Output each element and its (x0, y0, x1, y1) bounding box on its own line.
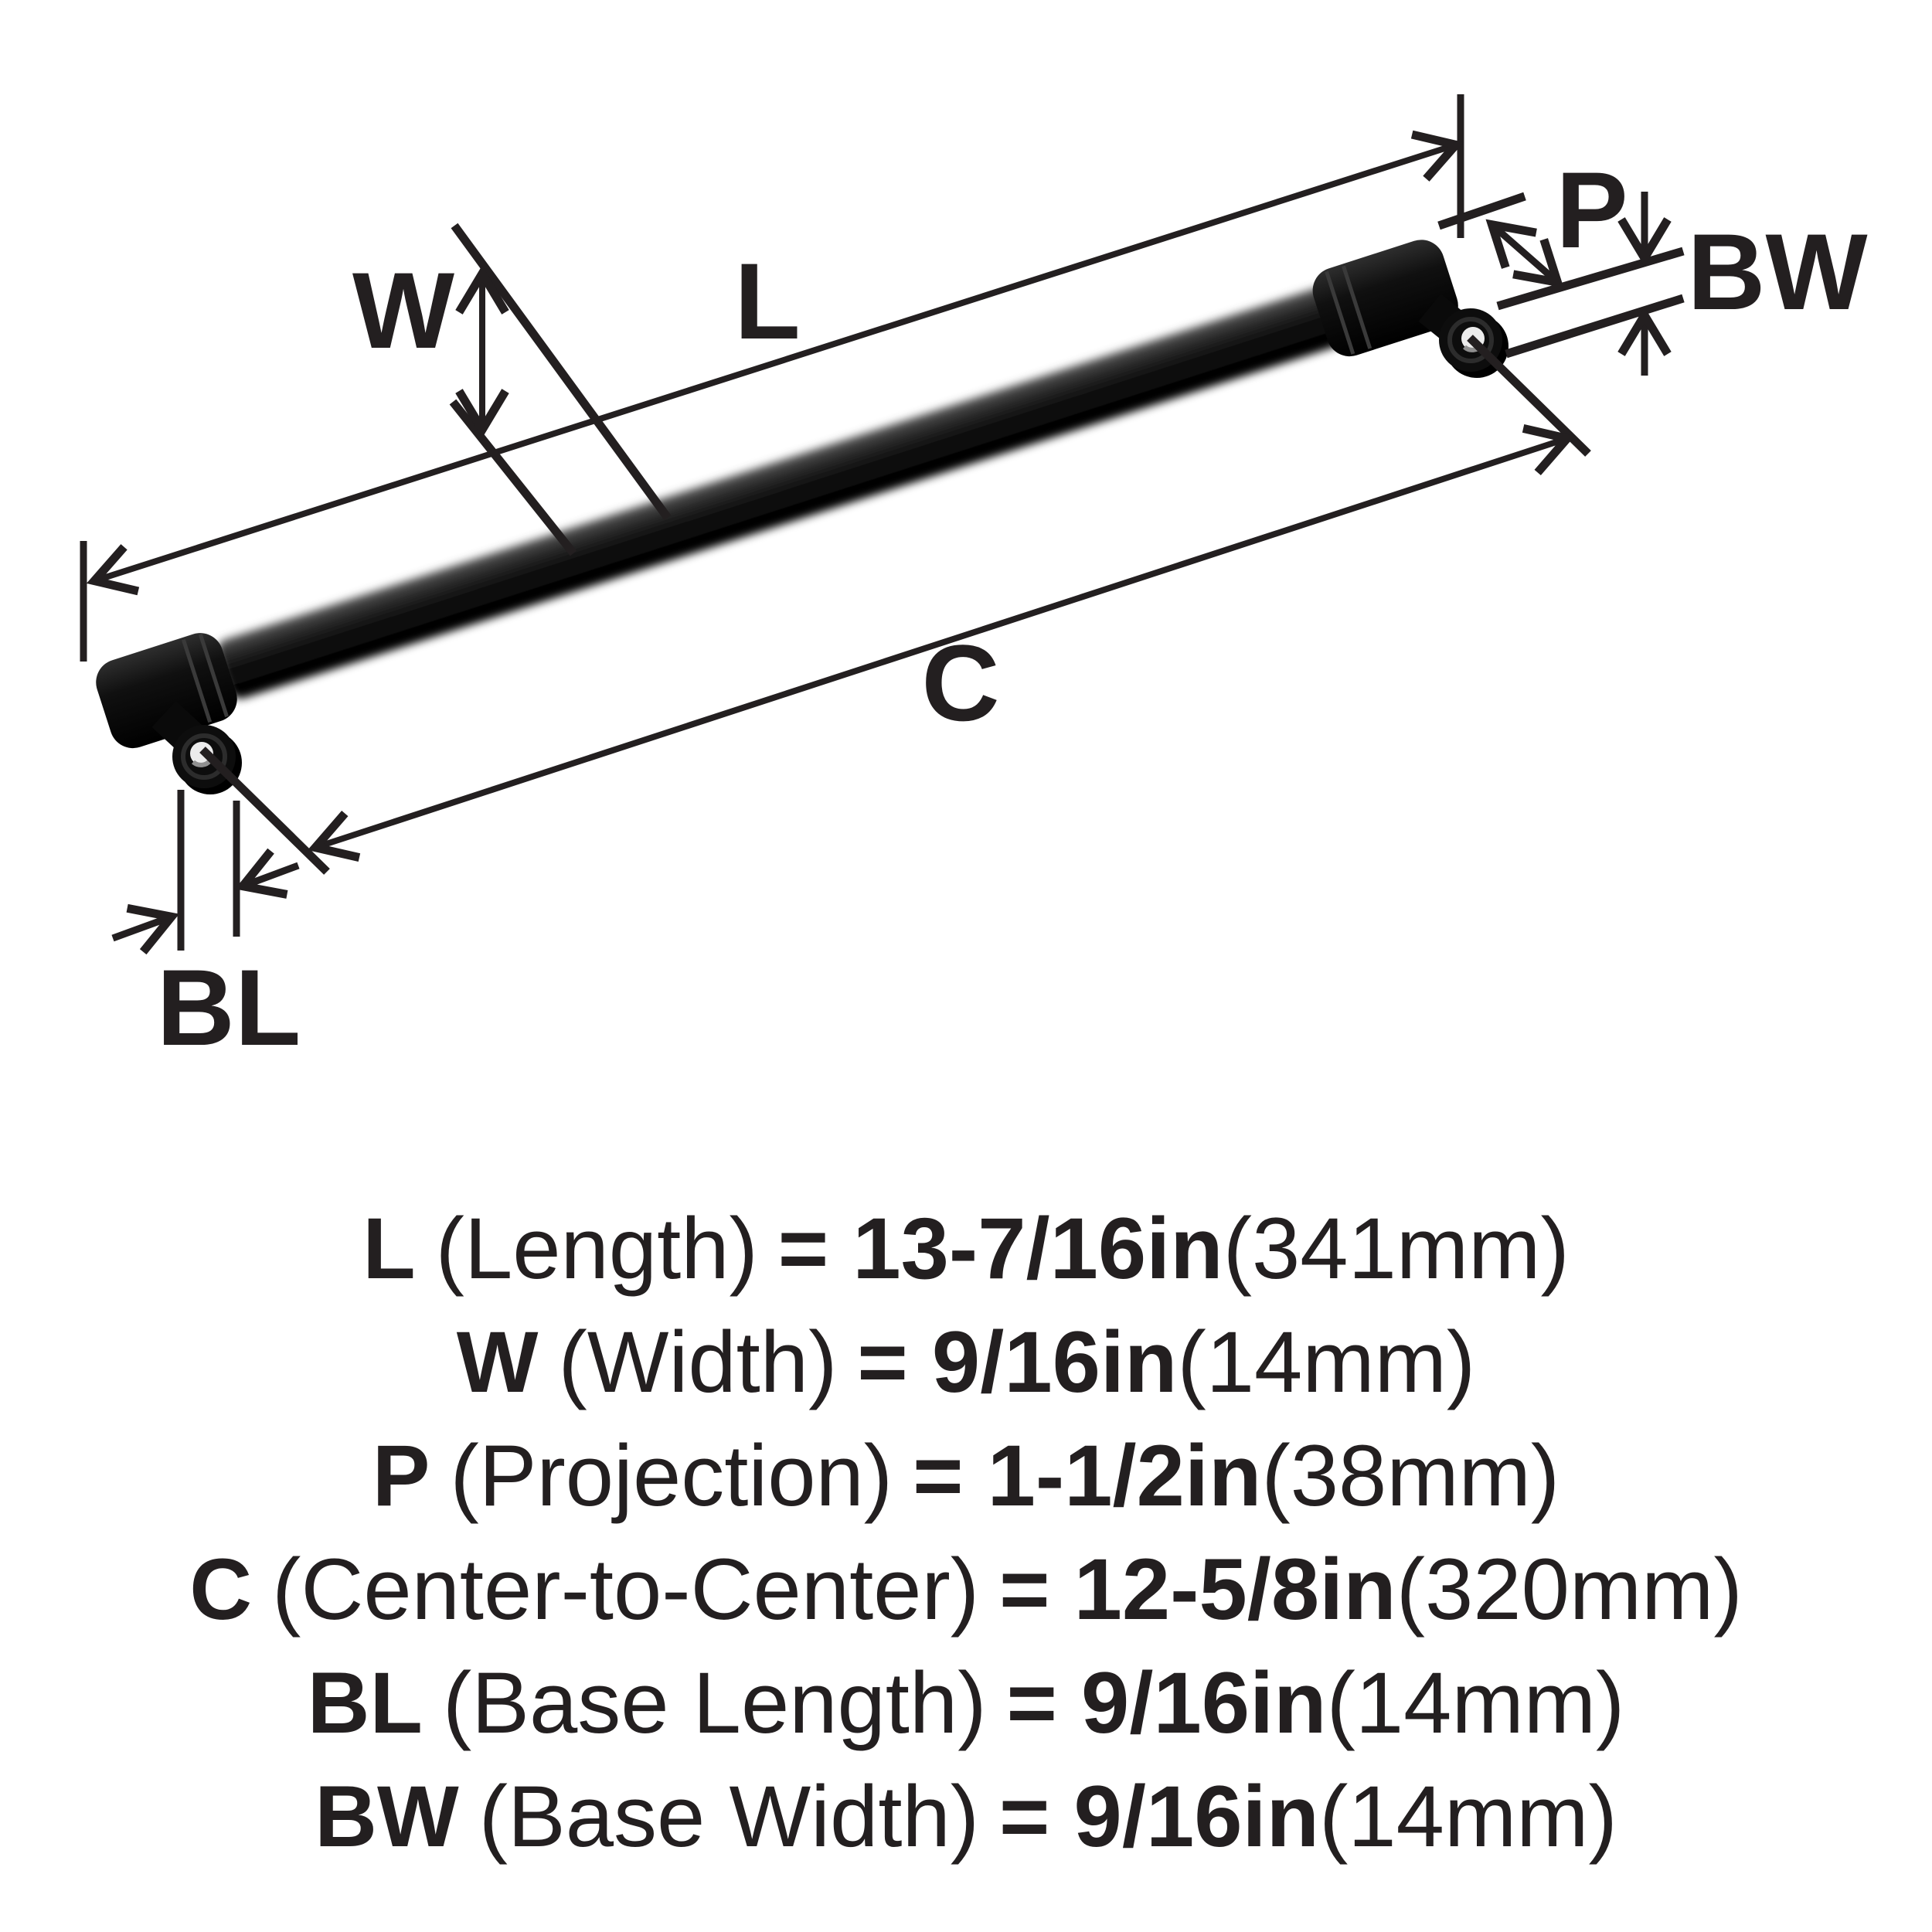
dimension-arrow (111, 903, 179, 955)
spec-label: C (189, 1541, 253, 1638)
spec-metric: (320mm) (1396, 1541, 1743, 1638)
dimension-W: W (352, 223, 672, 556)
dimension-arrow (1485, 219, 1564, 288)
spec-name: (Base Length) (442, 1655, 987, 1751)
dimension-BL: BL (111, 790, 301, 1068)
spec-line-width: W (Width) = 9/16in (14mm) (457, 1305, 1475, 1419)
spec-line-length: L (Length) = 13-7/16in (341mm) (362, 1192, 1570, 1305)
spec-label: BW (315, 1768, 459, 1865)
dimension-label-w: W (352, 250, 454, 371)
handle-end-cap-left (96, 633, 237, 749)
spec-value: = 9/16in (999, 1768, 1320, 1865)
spec-name: (Projection) (450, 1427, 893, 1524)
extension-tick (1467, 335, 1591, 457)
cap-ring-icon (198, 633, 229, 718)
dimension-label-bl: BL (157, 947, 301, 1068)
dimension-label-c: C (921, 622, 999, 743)
dimension-BW: BW (1496, 192, 1868, 376)
spec-value: = 12-5/8in (999, 1541, 1396, 1638)
spec-name: (Length) (435, 1200, 758, 1297)
spec-list: L (Length) = 13-7/16in (341mm) W (Width)… (0, 1192, 1932, 1873)
spec-name: (Width) (558, 1314, 838, 1410)
dimension-label-l: L (734, 240, 801, 362)
spec-metric: (341mm) (1223, 1200, 1570, 1297)
extension-line (1505, 294, 1685, 359)
spec-metric: (14mm) (1177, 1314, 1476, 1410)
dimension-L: L (80, 94, 1464, 662)
spec-line-base-length: BL (Base Length) = 9/16in (14mm) (308, 1646, 1625, 1760)
spec-name: (Center-to-Center) (272, 1541, 980, 1638)
spec-metric: (14mm) (1319, 1768, 1617, 1865)
extension-tick (449, 399, 577, 556)
dimension-P: P (1437, 149, 1628, 288)
spec-line-projection: P (Projection) = 1-1/2in (38mm) (372, 1419, 1560, 1532)
spec-label: L (362, 1200, 416, 1297)
dimension-C: C (199, 335, 1591, 875)
spec-value: = 9/16in (857, 1314, 1178, 1410)
dimension-arrow (235, 848, 300, 899)
extension-tick (199, 747, 330, 875)
extension-tick (451, 223, 672, 521)
spec-value: = 9/16in (1006, 1655, 1327, 1751)
spec-label: P (372, 1427, 430, 1524)
spec-label: W (456, 1314, 539, 1410)
spec-line-center-to-center: C (Center-to-Center) = 12-5/8in (320mm) (189, 1532, 1743, 1646)
dimension-label-p: P (1556, 149, 1628, 270)
cap-ring-icon (181, 638, 213, 723)
spec-line-base-width: BW (Base Width) = 9/16in (14mm) (315, 1760, 1617, 1873)
spec-label: BL (307, 1655, 423, 1751)
extension-tick (1437, 192, 1526, 230)
spec-metric: (14mm) (1326, 1655, 1625, 1751)
spec-value: = 13-7/16in (777, 1200, 1223, 1297)
spec-metric: (38mm) (1261, 1427, 1560, 1524)
base-edge-left (181, 733, 227, 780)
spec-name: (Base Width) (478, 1768, 980, 1865)
dimension-label-bw: BW (1687, 211, 1867, 332)
dimension-line (307, 424, 1576, 862)
spec-value: = 1-1/2in (913, 1427, 1262, 1524)
